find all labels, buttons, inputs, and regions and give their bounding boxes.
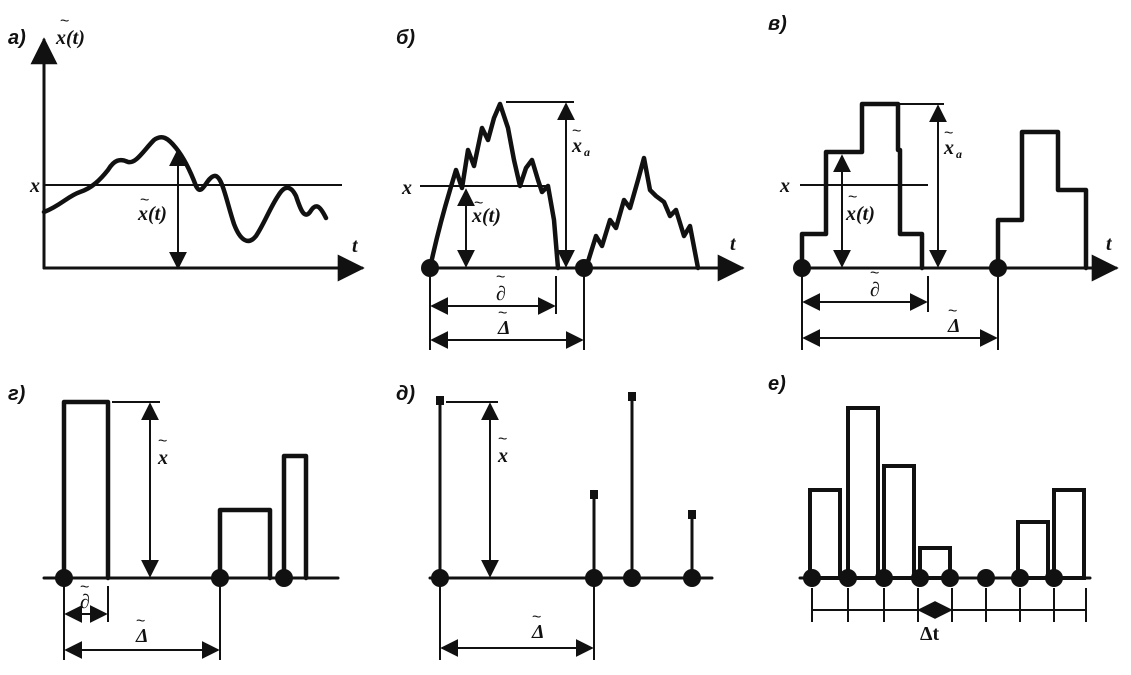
panel-v: в) t x ~ x a ~ x(t) ~ ∂ ~ Δ [768,13,1119,350]
panel-a-value-label: x(t) [137,203,167,225]
panel-v-value-label: x(t) [845,203,875,225]
panel-b-dot-2 [575,259,593,277]
panel-b-label: б) [396,27,415,49]
panel-e-dot-7 [1011,569,1029,587]
panel-b-value-label: x(t) [471,205,501,227]
panel-e-dot-5 [941,569,959,587]
panel-v-level-label: x [779,175,790,197]
panel-a-level-label: x [29,175,40,197]
panel-e-bar-6 [1052,488,1086,580]
panel-g-bar-1 [61,399,111,581]
panel-b-pulse-1 [427,101,561,271]
panel-d-dot-2 [585,569,603,587]
panel-e-dot-1 [803,569,821,587]
panel-d-spike-4-cap [688,510,696,519]
panel-b-peak-label: x [571,135,582,157]
panel-e-label: е) [768,373,786,395]
panel-g-dot-2 [211,569,229,587]
panel-v-dur-tilde: ~ [870,265,879,282]
panel-a-axis-tilde: ~ [60,13,69,30]
panel-e: е) Δt [768,373,1092,645]
panel-a-label: а) [8,27,26,49]
panel-b-level-label: x [401,177,412,199]
panel-v-period-tilde: ~ [948,303,957,320]
panel-g-dur-tilde: ~ [80,579,89,596]
panel-e-grid-ticks [811,588,1087,622]
panel-d-dot-1 [431,569,449,587]
panel-d: д) ~ x ~ Δ [396,383,714,660]
panel-e-dot-3 [875,569,893,587]
panel-v-dot-1 [793,259,811,277]
panel-v-value-tilde: ~ [848,189,857,206]
panel-v-peak-sub: a [956,147,962,161]
panel-g-amp-label: x [157,447,168,469]
panel-d-spike-2-cap [590,490,598,499]
panel-g-dot-3 [275,569,293,587]
panel-b-period-tilde: ~ [498,305,507,322]
panel-e-bar-1 [808,488,842,580]
panel-g: г) ~ x ~ ∂ ~ Δ [8,383,340,660]
panel-b: б) t x ~ x a ~ x(t) ~ ∂ ~ Δ [396,27,745,350]
panel-d-amp-label: x [497,445,508,467]
panel-b-value-tilde: ~ [474,195,483,212]
panel-a-random-process [41,135,329,244]
panel-e-bar-5 [1016,520,1050,580]
panel-e-bar-3 [882,464,916,580]
panel-v-staircase-1 [799,101,925,271]
panel-a: а) ~ x(t) t x ~ x(t) [8,13,365,282]
panel-d-period-tilde: ~ [532,609,541,626]
panel-a-value-tilde: ~ [140,192,149,209]
panel-v-peak-label: x [943,137,954,159]
panel-e-dot-4 [911,569,929,587]
panel-e-step-label: Δt [920,623,940,645]
panel-b-dur-tilde: ~ [496,269,505,286]
panel-d-amp-tilde: ~ [498,431,507,448]
panel-g-label: г) [8,383,26,405]
panel-v-period-label: Δ [947,315,961,337]
panel-d-dot-3 [623,569,641,587]
panel-v-t-label: t [1106,233,1113,255]
panel-a-t-label: t [352,235,359,257]
panel-d-label: д) [396,383,415,405]
panel-v-dur-label: ∂ [870,279,880,301]
panel-e-bar-2 [846,406,880,580]
panel-d-dot-4 [683,569,701,587]
panel-v-label: в) [768,13,787,35]
panel-b-dur-label: ∂ [496,283,506,305]
panel-b-period-label: Δ [497,317,511,339]
panel-d-spike-1-cap [436,396,444,405]
panel-b-pulse-2 [583,155,701,271]
panel-g-dot-1 [55,569,73,587]
panel-g-bar-2 [217,507,273,581]
panel-g-period-tilde: ~ [136,613,145,630]
panel-b-peak-tilde: ~ [572,123,581,140]
panel-e-dot-8 [1045,569,1063,587]
panel-e-bar-4 [918,546,952,580]
panel-g-bar-3 [281,453,309,581]
panel-b-peak-sub: a [584,145,590,159]
panel-v-staircase-2 [995,129,1089,271]
panel-b-dot-1 [421,259,439,277]
panel-e-dot-6 [977,569,995,587]
panel-g-amp-tilde: ~ [158,433,167,450]
panel-g-period-label: Δ [135,625,149,647]
panel-g-dur-label: ∂ [80,591,90,613]
panel-v-peak-tilde: ~ [944,125,953,142]
panel-d-spike-3-cap [628,392,636,401]
panel-b-t-label: t [730,233,737,255]
panel-d-period-label: Δ [531,621,545,643]
panel-v-dot-2 [989,259,1007,277]
panel-a-axis-label: x(t) [55,27,85,49]
panel-e-dot-2 [839,569,857,587]
